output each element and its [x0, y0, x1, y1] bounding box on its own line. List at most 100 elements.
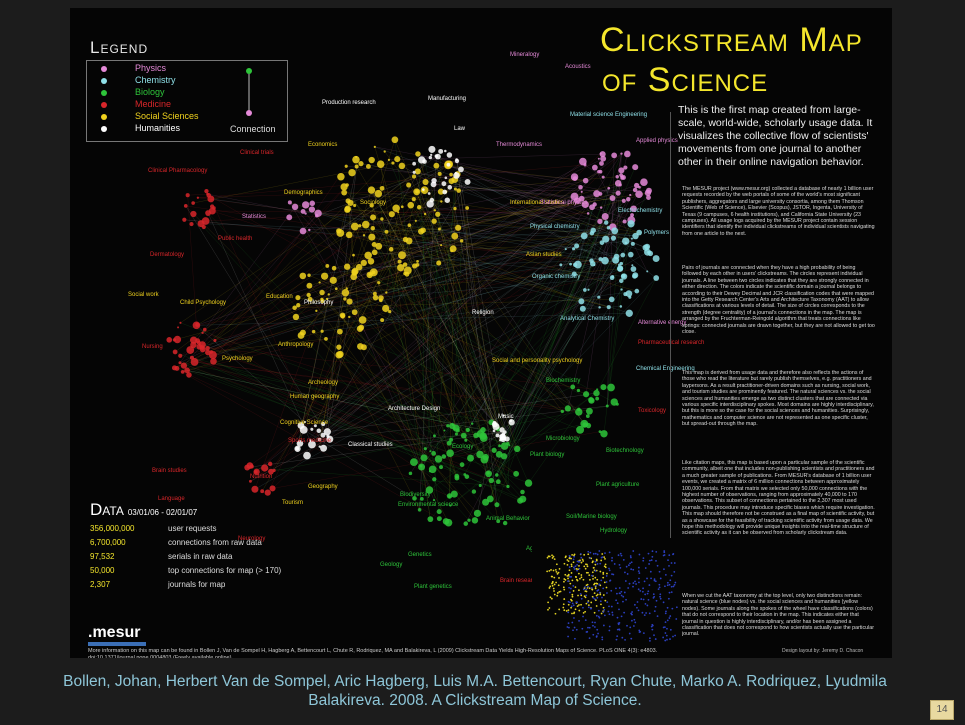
- map-region-label: Philosophy: [304, 300, 333, 306]
- network-edge: [585, 153, 622, 395]
- journal-node: [374, 189, 383, 198]
- journal-node: [449, 422, 456, 429]
- network-edge: [210, 198, 324, 449]
- network-edge: [375, 277, 613, 298]
- legend-connection-label: Connection: [230, 124, 276, 134]
- journal-node: [186, 346, 195, 354]
- network-edge: [450, 264, 576, 440]
- inset-node: [671, 607, 674, 610]
- journal-node: [622, 219, 627, 224]
- network-edge: [319, 282, 563, 412]
- map-region-label: Language: [158, 496, 185, 502]
- inset-node: [648, 559, 651, 562]
- inset-node: [668, 583, 671, 586]
- journal-node: [597, 218, 603, 225]
- inset-node: [601, 556, 604, 559]
- inset-node: [548, 569, 551, 572]
- network-edge: [385, 308, 445, 431]
- network-edge: [346, 166, 619, 194]
- map-region-label: Human geography: [290, 394, 339, 400]
- network-edge: [207, 212, 499, 522]
- inset-node: [638, 629, 641, 632]
- inset-node: [550, 569, 552, 571]
- network-edge: [207, 193, 306, 214]
- data-label: top connections for map (> 170): [168, 566, 282, 575]
- inset-node: [631, 619, 633, 622]
- inset-node: [662, 601, 665, 604]
- network-edge: [182, 311, 390, 373]
- network-edge: [380, 270, 409, 299]
- inset-node: [646, 577, 648, 580]
- inset-node: [571, 579, 574, 582]
- inset-node: [627, 587, 630, 589]
- inset-node: [595, 594, 598, 597]
- inset-node: [588, 637, 591, 640]
- network-edge: [584, 235, 616, 261]
- network-edge: [456, 428, 523, 493]
- page-number-badge: 14: [930, 700, 954, 720]
- journal-node: [412, 496, 417, 501]
- network-edge: [296, 166, 357, 449]
- data-value: 6,700,000: [90, 538, 126, 547]
- inset-node: [621, 636, 624, 639]
- journal-node: [559, 263, 563, 267]
- network-edge: [433, 179, 456, 501]
- journal-node: [433, 209, 437, 212]
- inset-node: [570, 605, 573, 608]
- network-edge: [338, 164, 449, 232]
- inset-node: [546, 556, 549, 559]
- network-edge: [490, 175, 622, 500]
- inset-node: [563, 562, 566, 565]
- journal-node: [432, 477, 437, 482]
- journal-node: [437, 171, 442, 176]
- network-edge: [380, 300, 563, 412]
- inset-node: [673, 583, 676, 586]
- inset-node: [569, 601, 571, 604]
- inset-node: [673, 562, 676, 564]
- inset-node: [547, 608, 549, 611]
- inset-node: [646, 592, 649, 595]
- inset-node: [574, 637, 576, 640]
- network-edge: [304, 264, 595, 423]
- inset-node: [571, 621, 574, 624]
- inset-node: [584, 610, 587, 613]
- inset-node: [589, 557, 591, 559]
- inset-node: [591, 574, 593, 577]
- map-region-label: Genetics: [408, 552, 432, 558]
- network-edge: [289, 202, 439, 460]
- network-edge: [439, 228, 518, 449]
- inset-node: [604, 566, 607, 569]
- journal-node: [632, 187, 638, 193]
- journal-node: [345, 183, 349, 187]
- journal-node: [599, 161, 604, 166]
- network-edge: [344, 192, 442, 202]
- network-edge: [174, 171, 418, 353]
- journal-node: [412, 170, 416, 174]
- inset-node: [608, 629, 611, 632]
- inset-node: [594, 599, 597, 602]
- inset-node: [567, 635, 569, 638]
- inset-node: [564, 556, 567, 559]
- inset-node: [571, 595, 574, 598]
- journal-node: [190, 358, 199, 366]
- inset-node: [589, 551, 592, 554]
- inset-node: [583, 553, 586, 556]
- inset-node: [618, 564, 621, 566]
- network-edge: [386, 192, 648, 233]
- journal-node: [502, 520, 508, 526]
- network-edge: [312, 191, 418, 204]
- inset-node: [620, 590, 623, 593]
- journal-node: [492, 422, 500, 431]
- journal-node: [478, 483, 482, 488]
- inset-node: [573, 617, 575, 619]
- inset-node: [630, 561, 633, 564]
- inset-node: [648, 584, 651, 586]
- network-edge: [346, 184, 489, 474]
- map-region-label: Biodiversity: [400, 492, 431, 498]
- journal-node: [350, 222, 359, 231]
- inset-node: [557, 584, 560, 587]
- inset-node: [654, 638, 657, 640]
- network-edge: [207, 250, 452, 353]
- journal-node: [360, 259, 367, 267]
- network-edge: [197, 164, 586, 199]
